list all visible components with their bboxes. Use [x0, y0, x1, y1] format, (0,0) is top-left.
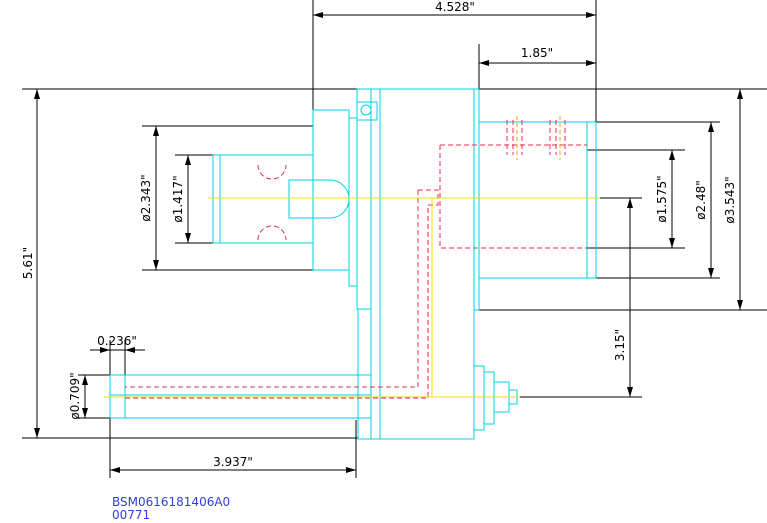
dim-flange-offset: 1.85" [521, 46, 553, 60]
centerlines [104, 116, 600, 398]
dim-overall-height: 5.61" [21, 247, 35, 279]
part-code: BSM0616181406A0 00771 [112, 495, 230, 522]
dim-overall-width: 4.528" [435, 0, 475, 14]
dim-right-inner-dia: ø1.575" [655, 175, 669, 222]
dim-tube-wall: 0.236" [97, 334, 137, 348]
dimension-lines [22, 0, 767, 478]
dim-right-mid-dia: ø2.48" [694, 180, 708, 220]
dim-tube-length: 3.937" [213, 455, 253, 469]
dim-left-outer-dia: ø2.343" [139, 174, 153, 221]
dim-tube-dia: ø0.709" [68, 372, 82, 419]
dimension-labels: 4.528" 1.85" 5.61" ø2.343" ø1.417" ø1.57… [21, 0, 737, 469]
hidden-lines [125, 120, 587, 399]
dim-left-inner-dia: ø1.417" [171, 175, 185, 222]
dim-right-outer-dia: ø3.543" [723, 176, 737, 223]
part-code-line2: 00771 [112, 508, 150, 522]
dim-shaft-offset: 3.15" [613, 329, 627, 361]
part-code-line1: BSM0616181406A0 [112, 495, 230, 509]
